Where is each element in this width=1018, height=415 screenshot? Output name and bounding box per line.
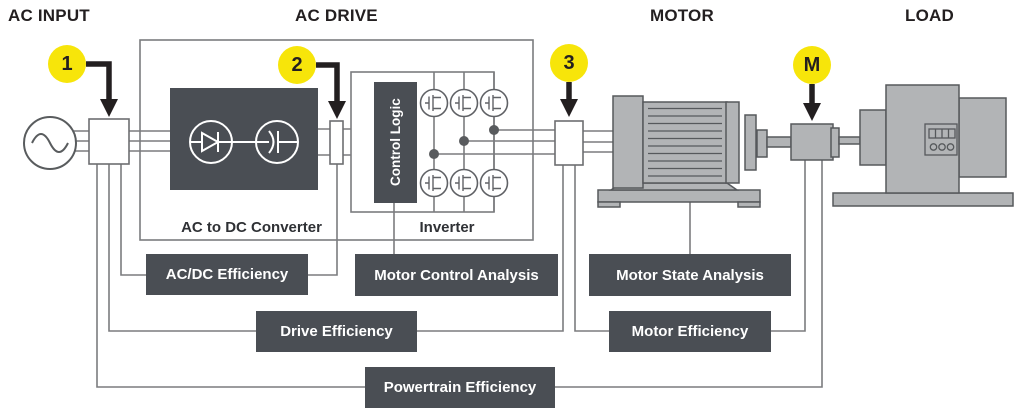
motor-input-wires [583, 130, 613, 153]
motor-control-analysis-label: Motor Control Analysis [355, 254, 558, 296]
transistor-icon [479, 168, 509, 198]
measurement-point-3-label: 3 [563, 51, 575, 74]
motor-illustration [597, 95, 792, 208]
converter-block [170, 88, 318, 190]
measurement-point-3-badge: 3 [550, 44, 588, 82]
arrow-point-1 [86, 61, 118, 117]
measurement-box-3 [554, 120, 584, 166]
dc-link-wires [318, 128, 351, 156]
inverter-output-nodes [429, 125, 499, 159]
motor-efficiency-label: Motor Efficiency [609, 311, 771, 352]
motor-state-analysis-label: Motor State Analysis [589, 254, 791, 296]
converter-block-label: AC to DC Converter [181, 219, 322, 236]
control-logic-block: Control Logic [374, 82, 417, 203]
inverter-block-label: Inverter [419, 219, 475, 236]
transistor-icon [449, 88, 479, 118]
acdc-efficiency-label: AC/DC Efficiency [146, 254, 308, 295]
measurement-point-2-badge: 2 [278, 46, 316, 84]
inverter-transistors [419, 88, 509, 198]
measurement-point-m-label: M [803, 53, 821, 76]
measurement-point-1-badge: 1 [48, 45, 86, 83]
measurement-point-m-badge: M [793, 46, 831, 84]
drive-efficiency-label: Drive Efficiency [256, 311, 417, 352]
powertrain-efficiency-label: Powertrain Efficiency [365, 367, 555, 408]
section-label-motor: MOTOR [650, 6, 714, 25]
section-label-ac-drive: AC DRIVE [295, 6, 378, 25]
transistor-icon [449, 168, 479, 198]
transistor-icon [479, 88, 509, 118]
transistor-icon [419, 168, 449, 198]
arrow-point-3 [560, 82, 578, 117]
section-label-load: LOAD [905, 6, 954, 25]
arrow-point-2 [316, 62, 346, 119]
motor-efficiency-bracket [574, 160, 806, 332]
measurement-box-2 [329, 120, 344, 165]
transistor-icon [419, 88, 449, 118]
arrow-point-m [803, 84, 821, 121]
measurement-point-1-label: 1 [61, 52, 73, 75]
capacitor-icon [232, 120, 299, 164]
section-label-ac-input: AC INPUT [8, 6, 90, 25]
acdc-efficiency-bracket [120, 164, 338, 276]
measurement-point-2-label: 2 [291, 53, 303, 76]
torque-sensor-block [790, 123, 834, 161]
measurement-box-1 [88, 118, 130, 165]
load-illustration [830, 84, 1014, 207]
drive-efficiency-bracket [108, 164, 564, 332]
ac-source-icon [23, 116, 77, 170]
ac-drive-boundary-box [139, 39, 534, 241]
load-panel-icon [924, 123, 958, 156]
powertrain-efficiency-bracket [96, 160, 823, 388]
